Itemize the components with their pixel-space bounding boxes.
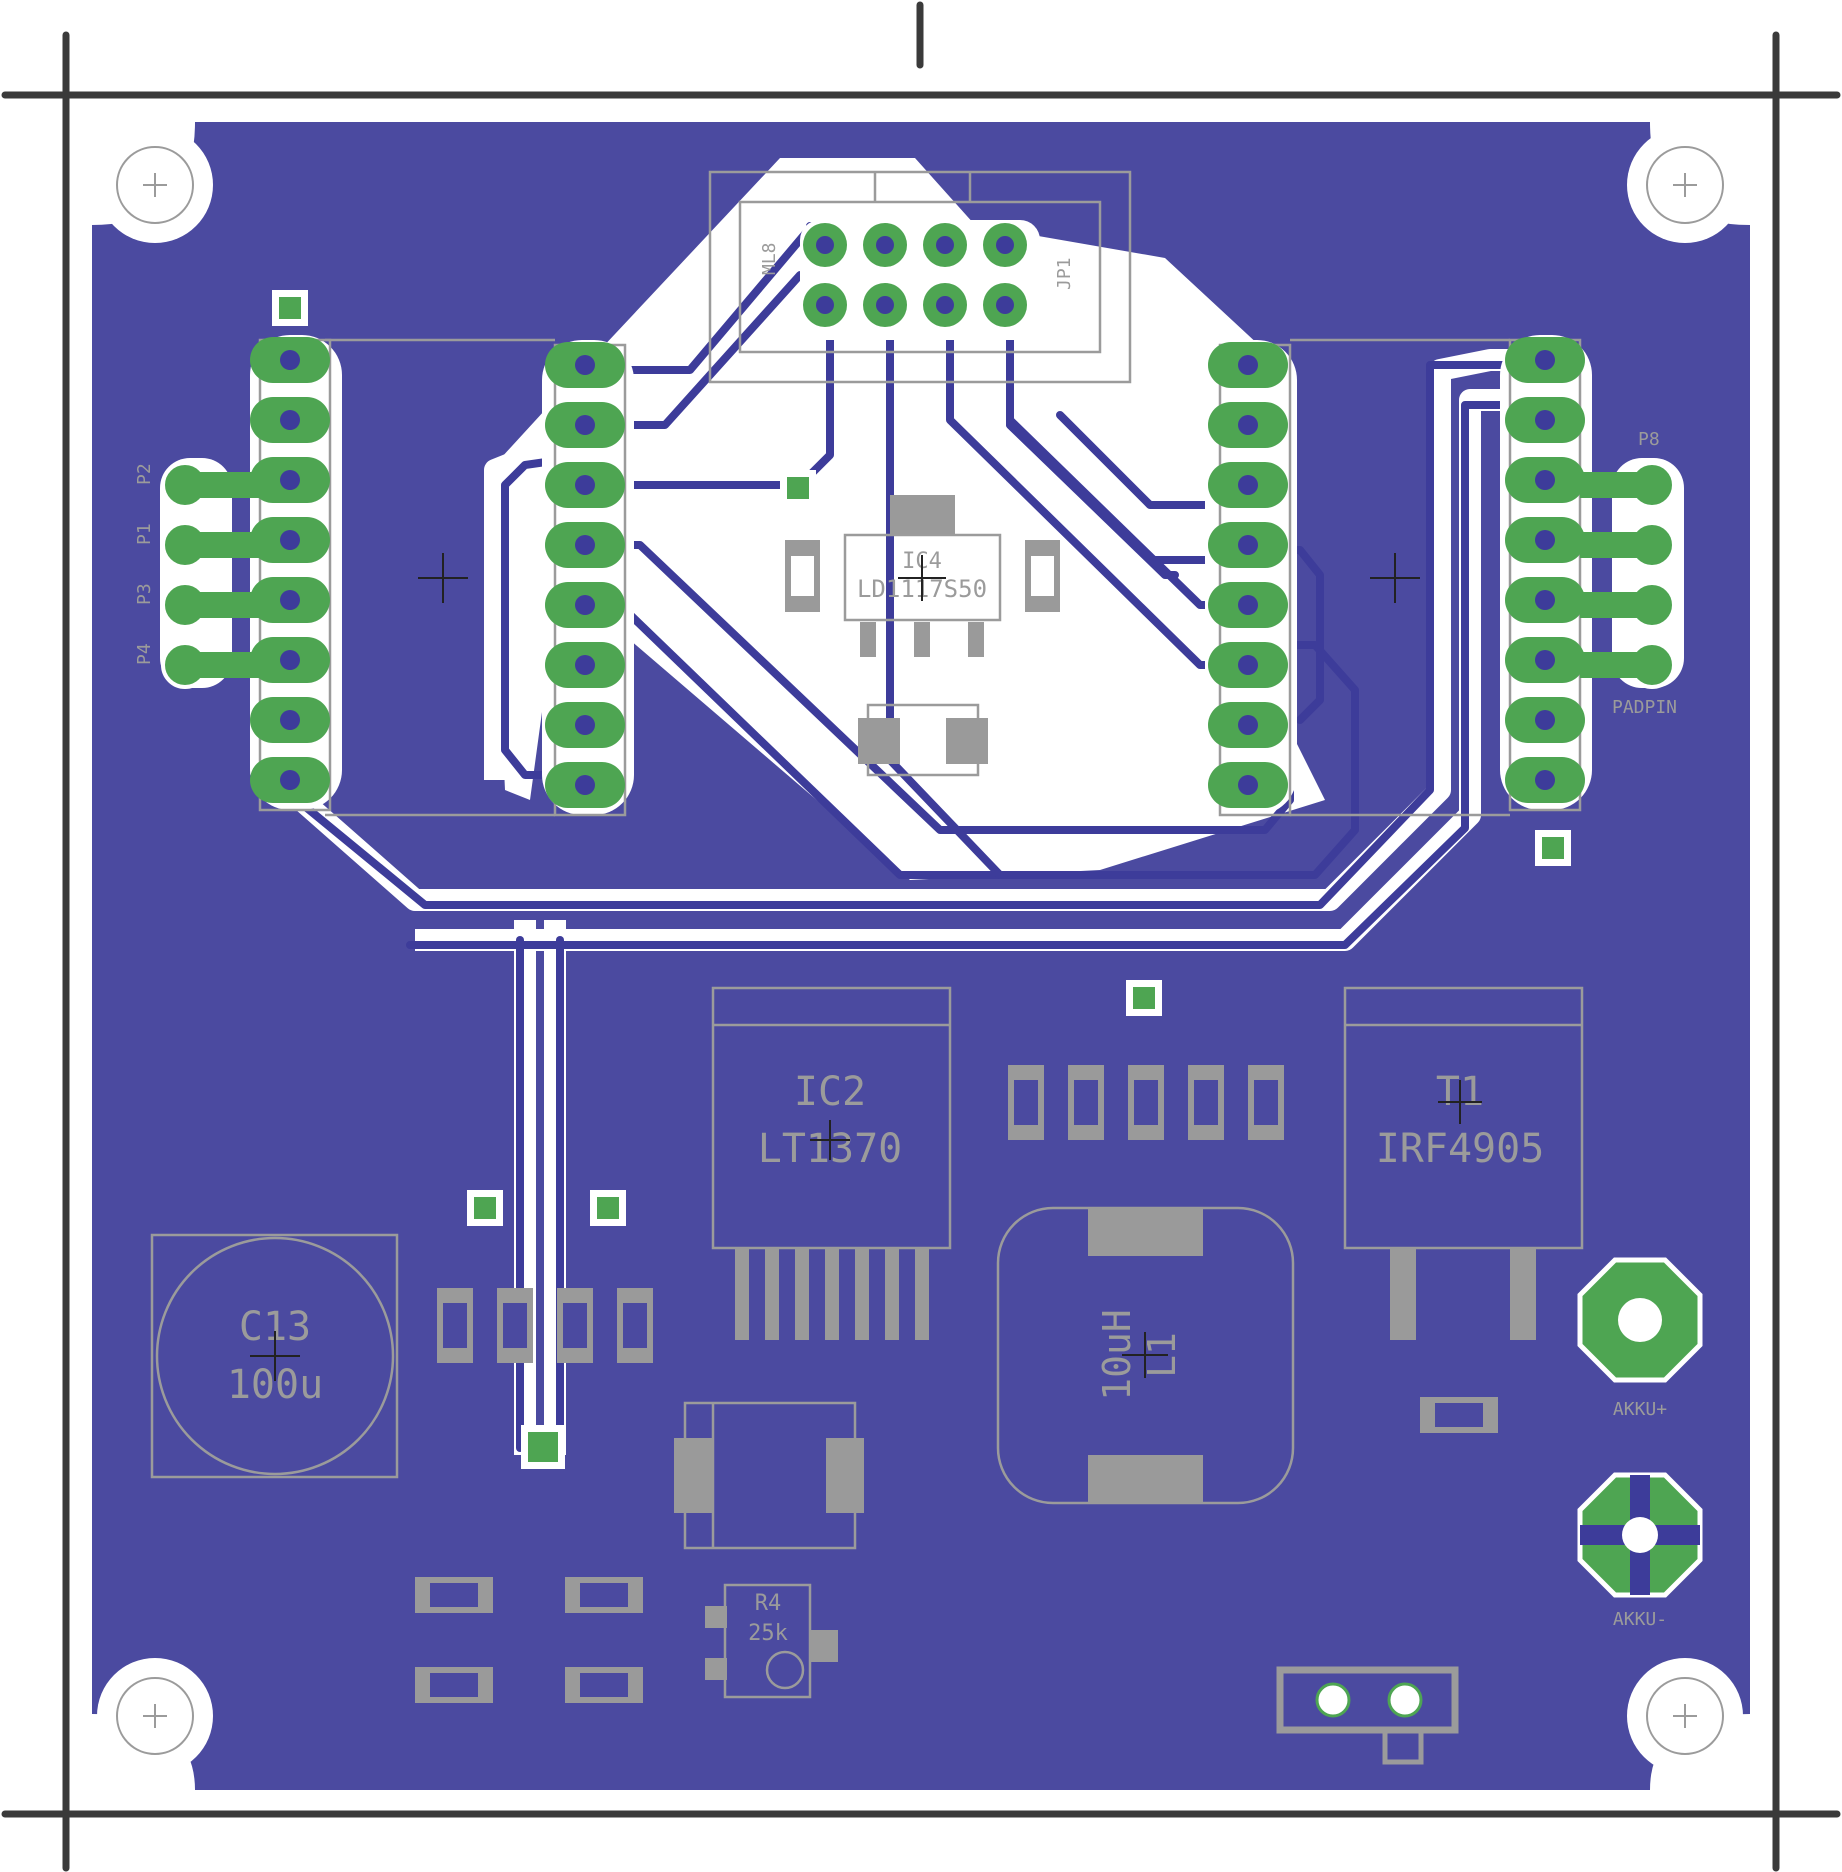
akku-pads: AKKU+ AKKU- [1577,1257,1703,1630]
r4-name-label: R4 [755,1591,782,1616]
ml8-label: ML8 [759,242,780,275]
p8-label: P8 [1638,429,1660,450]
via-icon [1133,987,1155,1009]
p4-label: P4 [134,643,155,665]
via-icon [474,1197,496,1219]
akku-plus-label: AKKU+ [1613,1399,1667,1420]
p3-label: P3 [134,583,155,605]
via-icon [787,477,809,499]
r4-trimmer: R4 25k [705,1583,838,1699]
d2-diode [674,1401,864,1550]
header-clearances [160,220,1684,815]
akku-minus-label: AKKU- [1613,1609,1667,1630]
t1-value-label: IRF4905 [1376,1126,1545,1172]
smd-caps-row-lower [437,1288,653,1363]
silkscreen-outlines [258,170,1582,817]
c13-capacitor: C13 100u [150,1233,399,1479]
via-icon [528,1432,558,1462]
r4-value-label: 25k [748,1621,788,1646]
smd-caps-row-upper [1008,1065,1284,1140]
smd-caps-ic4 [785,540,1060,612]
crosshair-icon [250,553,1482,1381]
p2-label: P2 [134,463,155,485]
ml8-connector-pads [803,223,1027,327]
padpin-label: PADPIN [1612,697,1677,718]
pin-labels: P2 P1 P3 P4 P8 PADPIN ML8 JP1 [134,242,1677,718]
vias [272,290,1571,1469]
via-icon [1542,837,1564,859]
smd-resistors [415,1397,1498,1703]
via-icon [597,1197,619,1219]
via-icon [279,297,301,319]
ic2-name-label: IC2 [794,1069,866,1115]
jp1-label: JP1 [1054,257,1075,290]
diode-d1 [858,703,988,777]
power-switch [1276,1666,1459,1765]
l1-inductor: 10uH L1 [996,1206,1295,1505]
p1-label: P1 [134,523,155,545]
header-drill-holes [280,350,1555,795]
t1-transistor: T1 IRF4905 [1343,986,1584,1340]
